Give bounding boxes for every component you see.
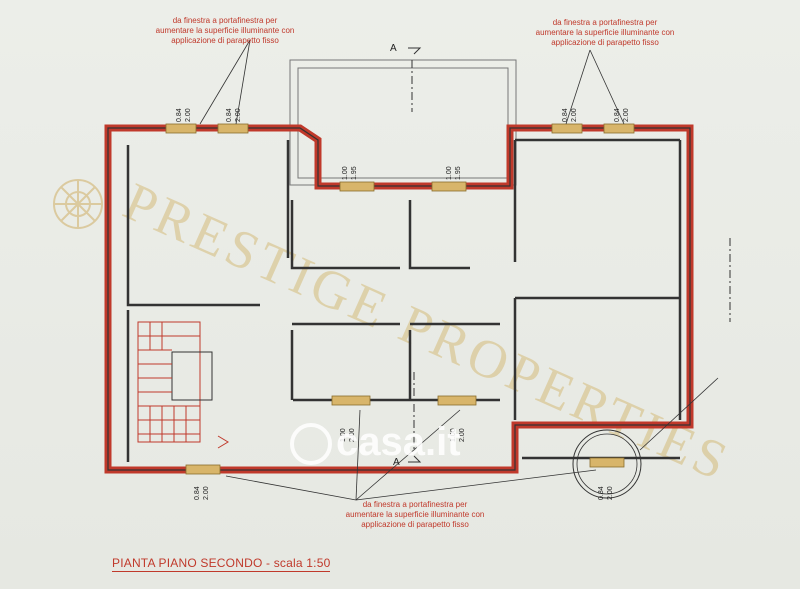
balcony-outline — [289, 59, 517, 186]
note-bottom: da finestra a portafinestra per aumentar… — [345, 500, 485, 529]
dim-bottom-right-a: 0.84 — [598, 486, 605, 500]
dim-top-right-1a: 0.84 — [562, 108, 569, 122]
dim-top-right-1b: 2.00 — [571, 108, 578, 122]
dim-top-center-2b: 1.95 — [455, 166, 462, 180]
balcony-inner-outline — [297, 67, 509, 179]
section-line — [411, 60, 731, 452]
detail-circle — [572, 429, 642, 499]
detail-circle-inner — [576, 433, 638, 495]
prestige-logo-icon — [53, 179, 103, 229]
staircase — [137, 321, 229, 449]
dim-top-right-2b: 2.00 — [623, 108, 630, 122]
dim-top-left-1a: 0.84 — [176, 108, 183, 122]
dim-top-center-2a: 1.00 — [446, 166, 453, 180]
dim-top-left-1b: 2.00 — [185, 108, 192, 122]
dim-bottom-left-a: 0.84 — [194, 486, 201, 500]
dim-top-left-2a: 0.84 — [226, 108, 233, 122]
house-icon — [290, 423, 332, 466]
section-mark-top: A — [390, 43, 397, 54]
note-top-right: da finestra a portafinestra per aumentar… — [535, 18, 675, 47]
note-top-left: da finestra a portafinestra per aumentar… — [155, 16, 295, 45]
dim-top-left-2b: 2.00 — [235, 108, 242, 122]
dim-bottom-left-b: 2.00 — [203, 486, 210, 500]
casa-brand-logo: casa.it — [290, 420, 461, 466]
brand-text: casa.it — [336, 420, 461, 464]
plan-title: PIANTA PIANO SECONDO - scala 1:50 — [112, 556, 331, 572]
dim-bottom-right-b: 2.00 — [607, 486, 614, 500]
dim-top-center-1a: 1.00 — [342, 166, 349, 180]
window-openings — [165, 123, 635, 475]
dim-top-right-2a: 0.84 — [614, 108, 621, 122]
leader-lines — [199, 39, 719, 501]
left-block-walls — [104, 124, 694, 474]
section-arrow-top — [408, 47, 422, 55]
section-mark-bottom: A — [393, 457, 400, 468]
dim-top-center-1b: 1.95 — [351, 166, 358, 180]
section-arrow-bottom — [408, 455, 422, 463]
